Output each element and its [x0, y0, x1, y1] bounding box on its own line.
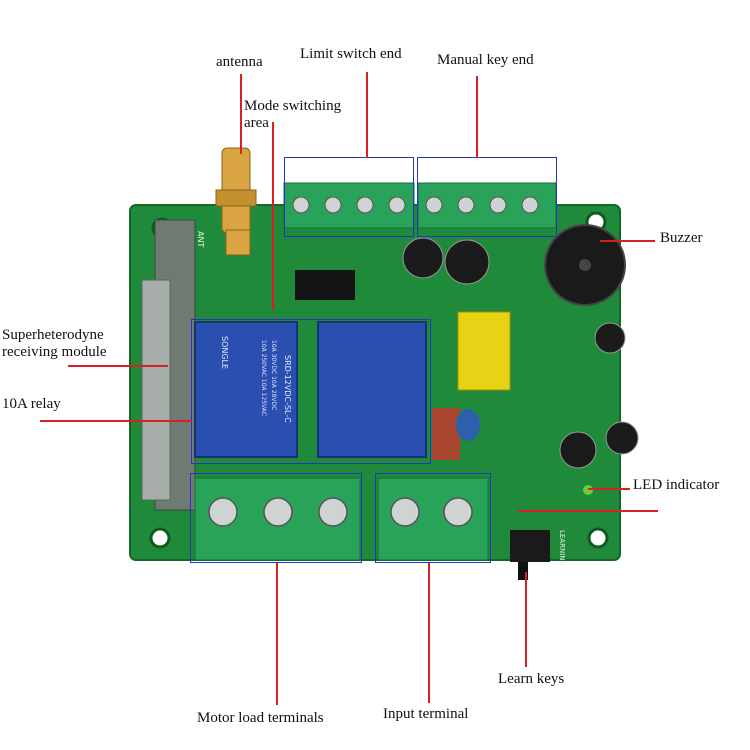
superhet-label-line1: Superheterodyne [2, 327, 104, 343]
fuse [432, 408, 460, 460]
mode-switching-label-line1: Mode switching [244, 98, 342, 114]
ic-chip [295, 270, 355, 300]
capacitor [559, 431, 597, 469]
mode-switching-label-line2: area [244, 115, 269, 131]
capacitor [402, 237, 444, 279]
capacitor [605, 421, 639, 455]
relay-2 [317, 321, 427, 458]
led [583, 485, 593, 495]
relay-highlight [191, 319, 431, 464]
relay-label: 10A relay [2, 396, 61, 412]
mode-callout-line [272, 122, 274, 310]
relay-rating-text: 10A 250VAC 10A 125VAC [260, 340, 267, 416]
transformer [457, 311, 511, 391]
antenna-nut [215, 189, 257, 207]
superhet-label-line2: receiving module [2, 344, 107, 360]
led-callout-line [588, 488, 630, 490]
led-indicator-label: LED indicator [633, 477, 720, 493]
learn-button [510, 530, 550, 562]
learn-callout-line [525, 572, 527, 667]
antenna-base [225, 229, 251, 256]
mounting-hole [149, 527, 171, 549]
antenna-label: antenna [216, 54, 263, 70]
motor-terminals-highlight [190, 473, 362, 563]
capacitor [444, 239, 490, 285]
relay-model-text: SRD-12VDC-SL-C [283, 355, 292, 423]
input-callout-line [428, 563, 430, 703]
capacitor [594, 322, 626, 354]
module-shield [141, 279, 171, 501]
manual-key-highlight [417, 157, 557, 237]
relay-brand-text: SONGLE [220, 336, 229, 369]
superhet-label: Superheterodyne receiving module [2, 327, 107, 361]
manual-key-callout-line [476, 76, 478, 158]
input-terminal-highlight [375, 473, 491, 563]
led-callout-line-2 [518, 510, 658, 512]
limit-switch-highlight [284, 157, 414, 237]
manual-key-label: Manual key end [437, 52, 534, 68]
learning-silkscreen: LEARNING [558, 530, 566, 566]
limit-switch-callout-line [366, 72, 368, 158]
learn-keys-label: Learn keys [498, 671, 565, 687]
mode-switching-label: Mode switching area [244, 98, 341, 132]
mounting-hole [587, 527, 609, 549]
input-terminal-label: Input terminal [383, 706, 469, 722]
limit-switch-label: Limit switch end [300, 46, 402, 62]
ant-silkscreen: ANT [196, 231, 205, 247]
antenna-callout-line [240, 74, 242, 154]
buzzer-callout-line [600, 240, 655, 242]
superhet-callout-line [68, 365, 168, 367]
varistor [456, 409, 480, 441]
relay-callout-line [40, 420, 192, 422]
buzzer-label: Buzzer [660, 230, 703, 246]
relay-rating-text: 10A 30VDC 10A 28VDC [270, 340, 277, 410]
relay-1 [194, 321, 298, 458]
motor-load-label: Motor load terminals [197, 710, 324, 726]
motor-callout-line [276, 563, 278, 705]
